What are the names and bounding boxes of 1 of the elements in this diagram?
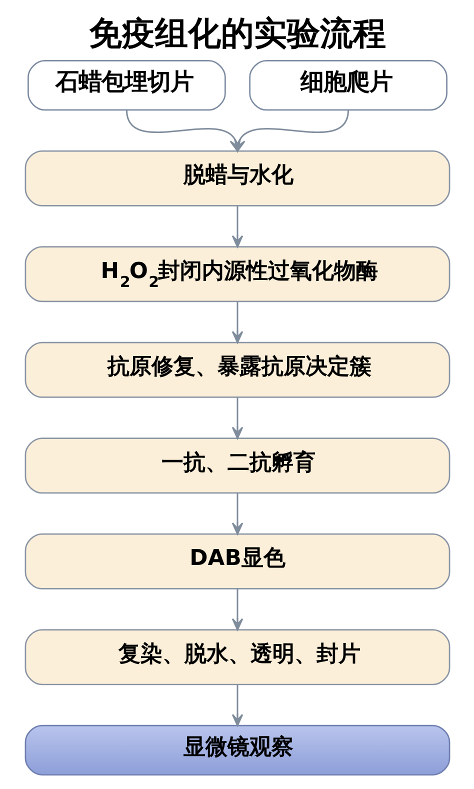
diagram-title: 免疫组化的实验流程 — [88, 14, 386, 53]
